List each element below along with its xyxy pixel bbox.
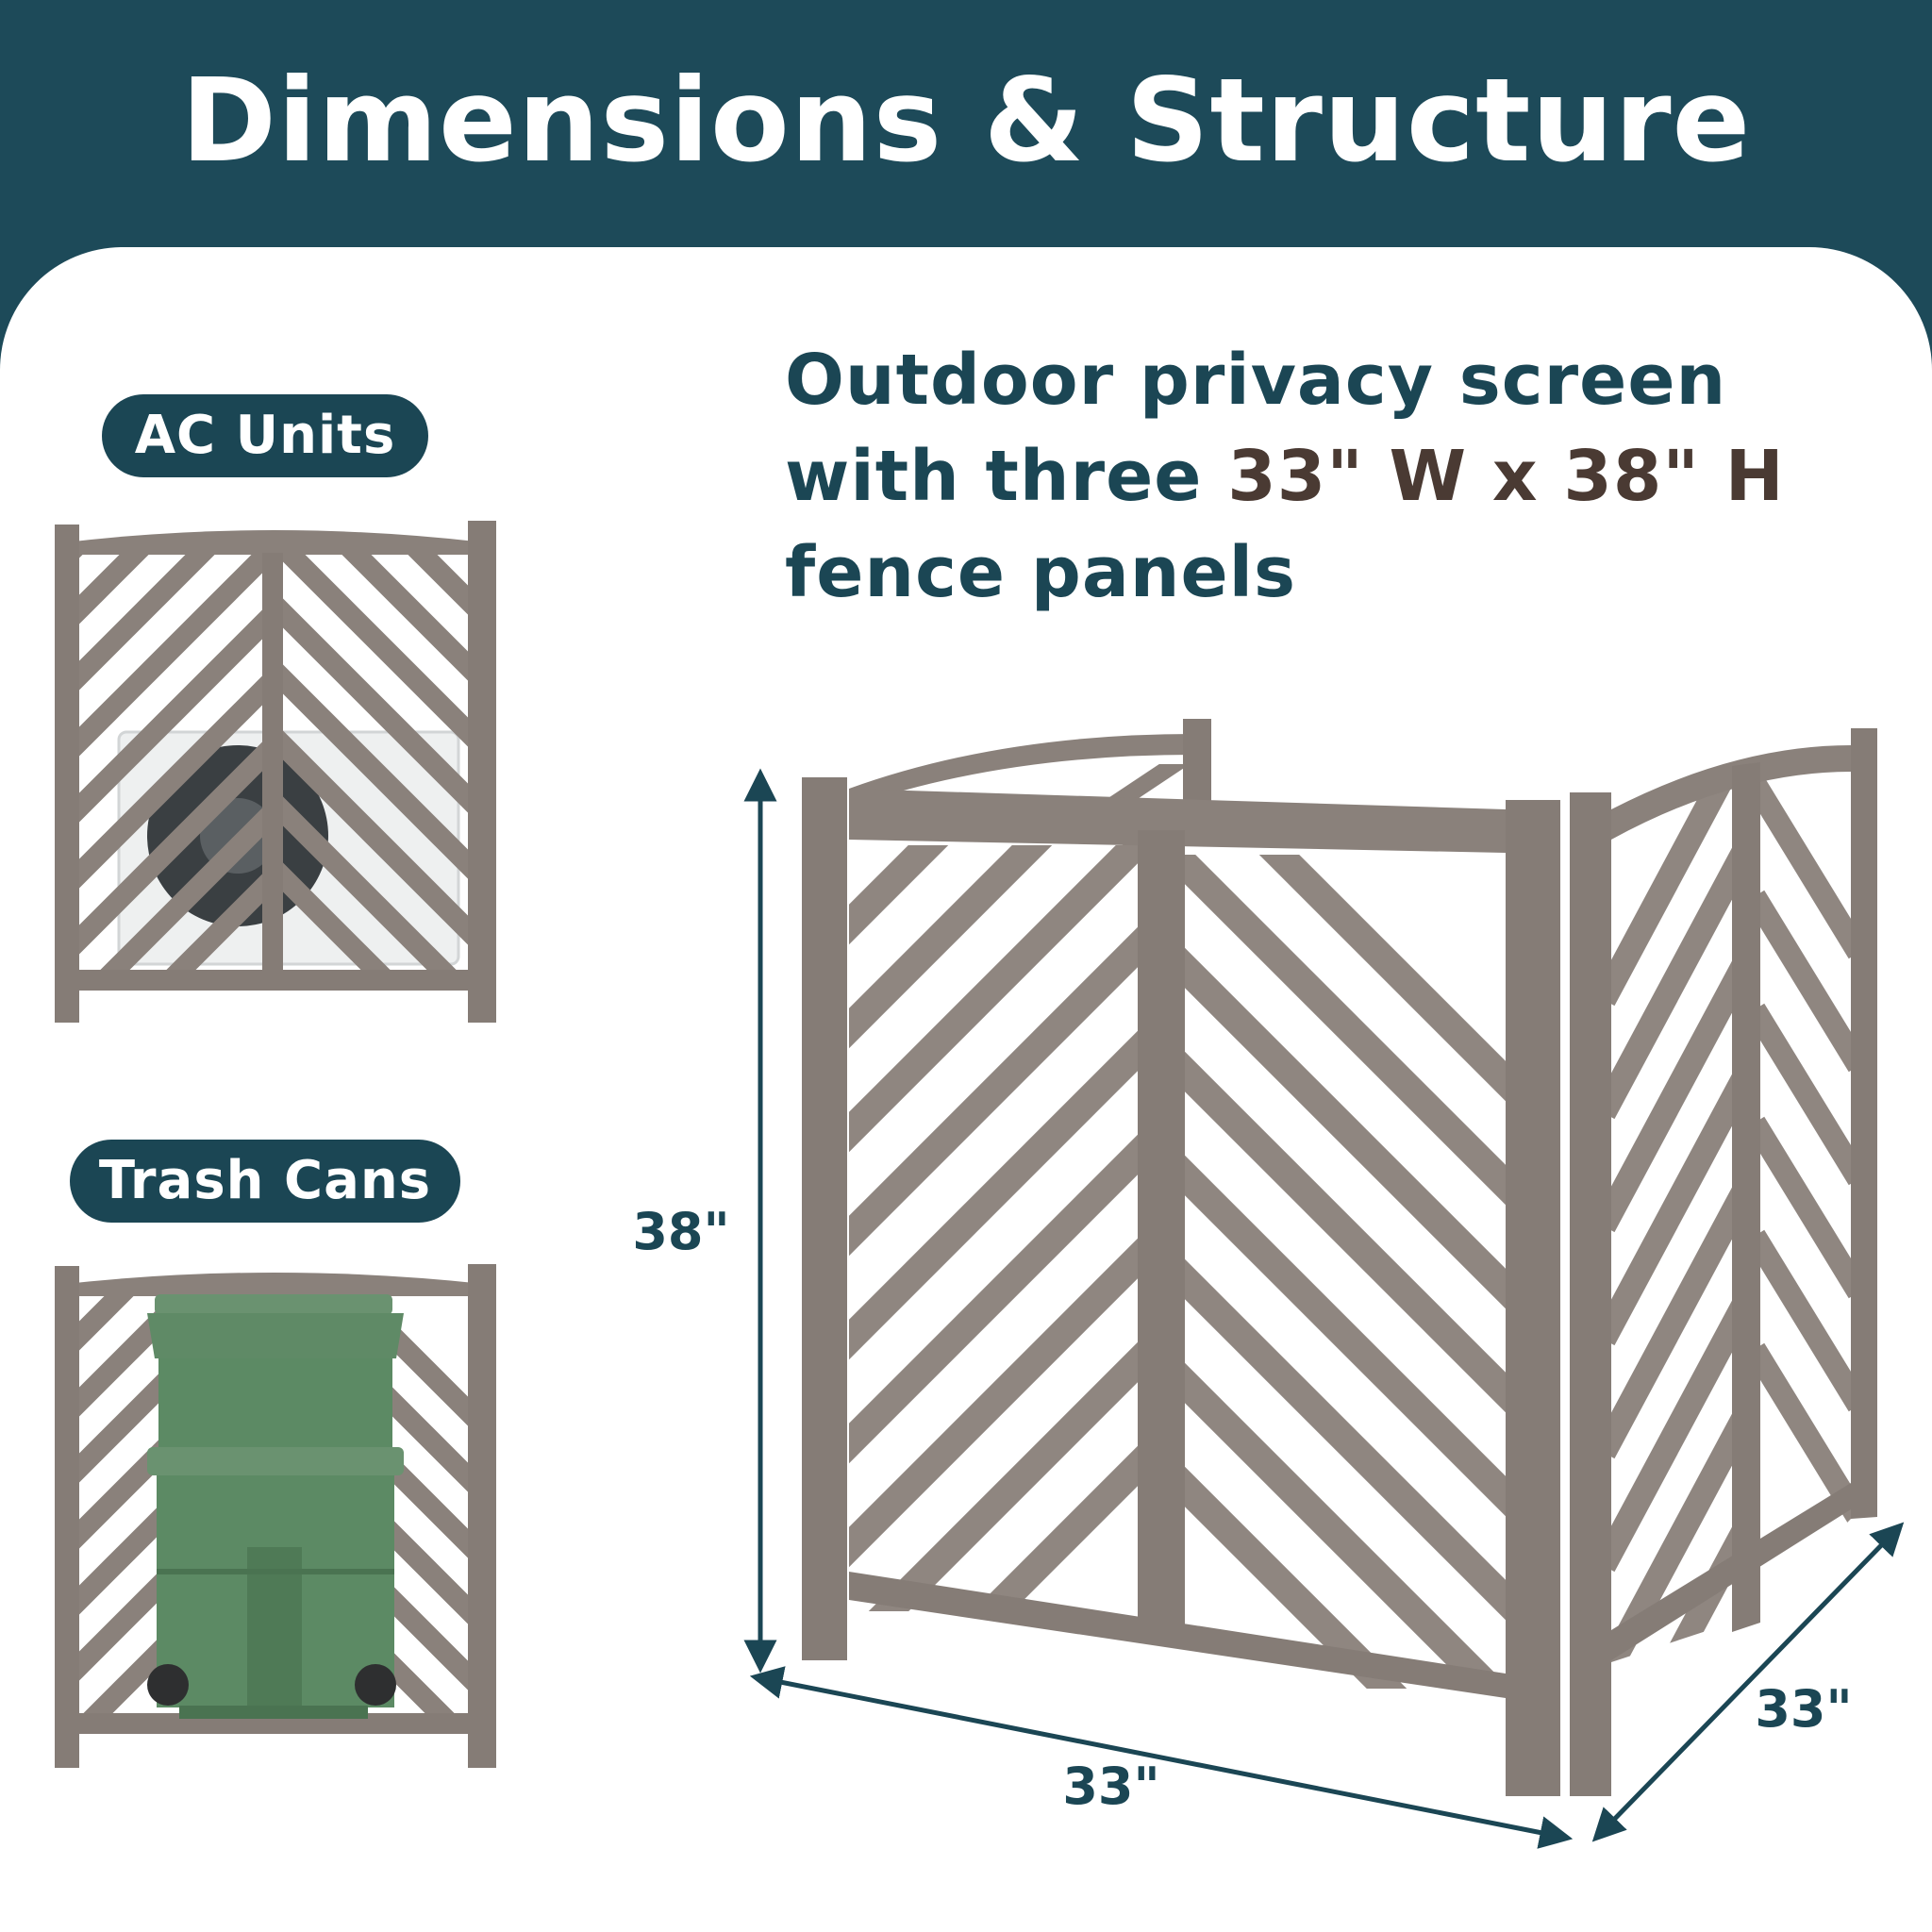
use-badge-ac-units: AC Units	[102, 394, 428, 477]
headline-line-2-prefix: with three	[785, 436, 1228, 517]
headline-dimension-highlight: 33" W x 38" H	[1227, 436, 1785, 517]
trash-cans-panel-illustration	[55, 1264, 496, 1768]
width-dimension-label: 33"	[1062, 1757, 1159, 1816]
width-dimension-arrow	[749, 1666, 1574, 1849]
page-title: Dimensions & Structure	[180, 54, 1752, 188]
ac-unit-panel-illustration	[55, 521, 496, 1023]
height-dimension-label: 38"	[632, 1202, 729, 1261]
headline-line-2: with three 33" W x 38" H	[785, 428, 1870, 525]
depth-dimension-label: 33"	[1755, 1679, 1852, 1739]
trash-can-icon	[147, 1294, 404, 1719]
depth-dimension-arrow	[1591, 1522, 1905, 1842]
headline-line-1: Outdoor privacy screen	[785, 340, 1727, 421]
headline-line-3: fence panels	[785, 532, 1297, 613]
privacy-screen-illustration: 38" 33" 33"	[632, 719, 1905, 1849]
use-badge-trash-cans: Trash Cans	[70, 1140, 460, 1223]
product-headline: Outdoor privacy screen with three 33" W …	[785, 332, 1870, 621]
